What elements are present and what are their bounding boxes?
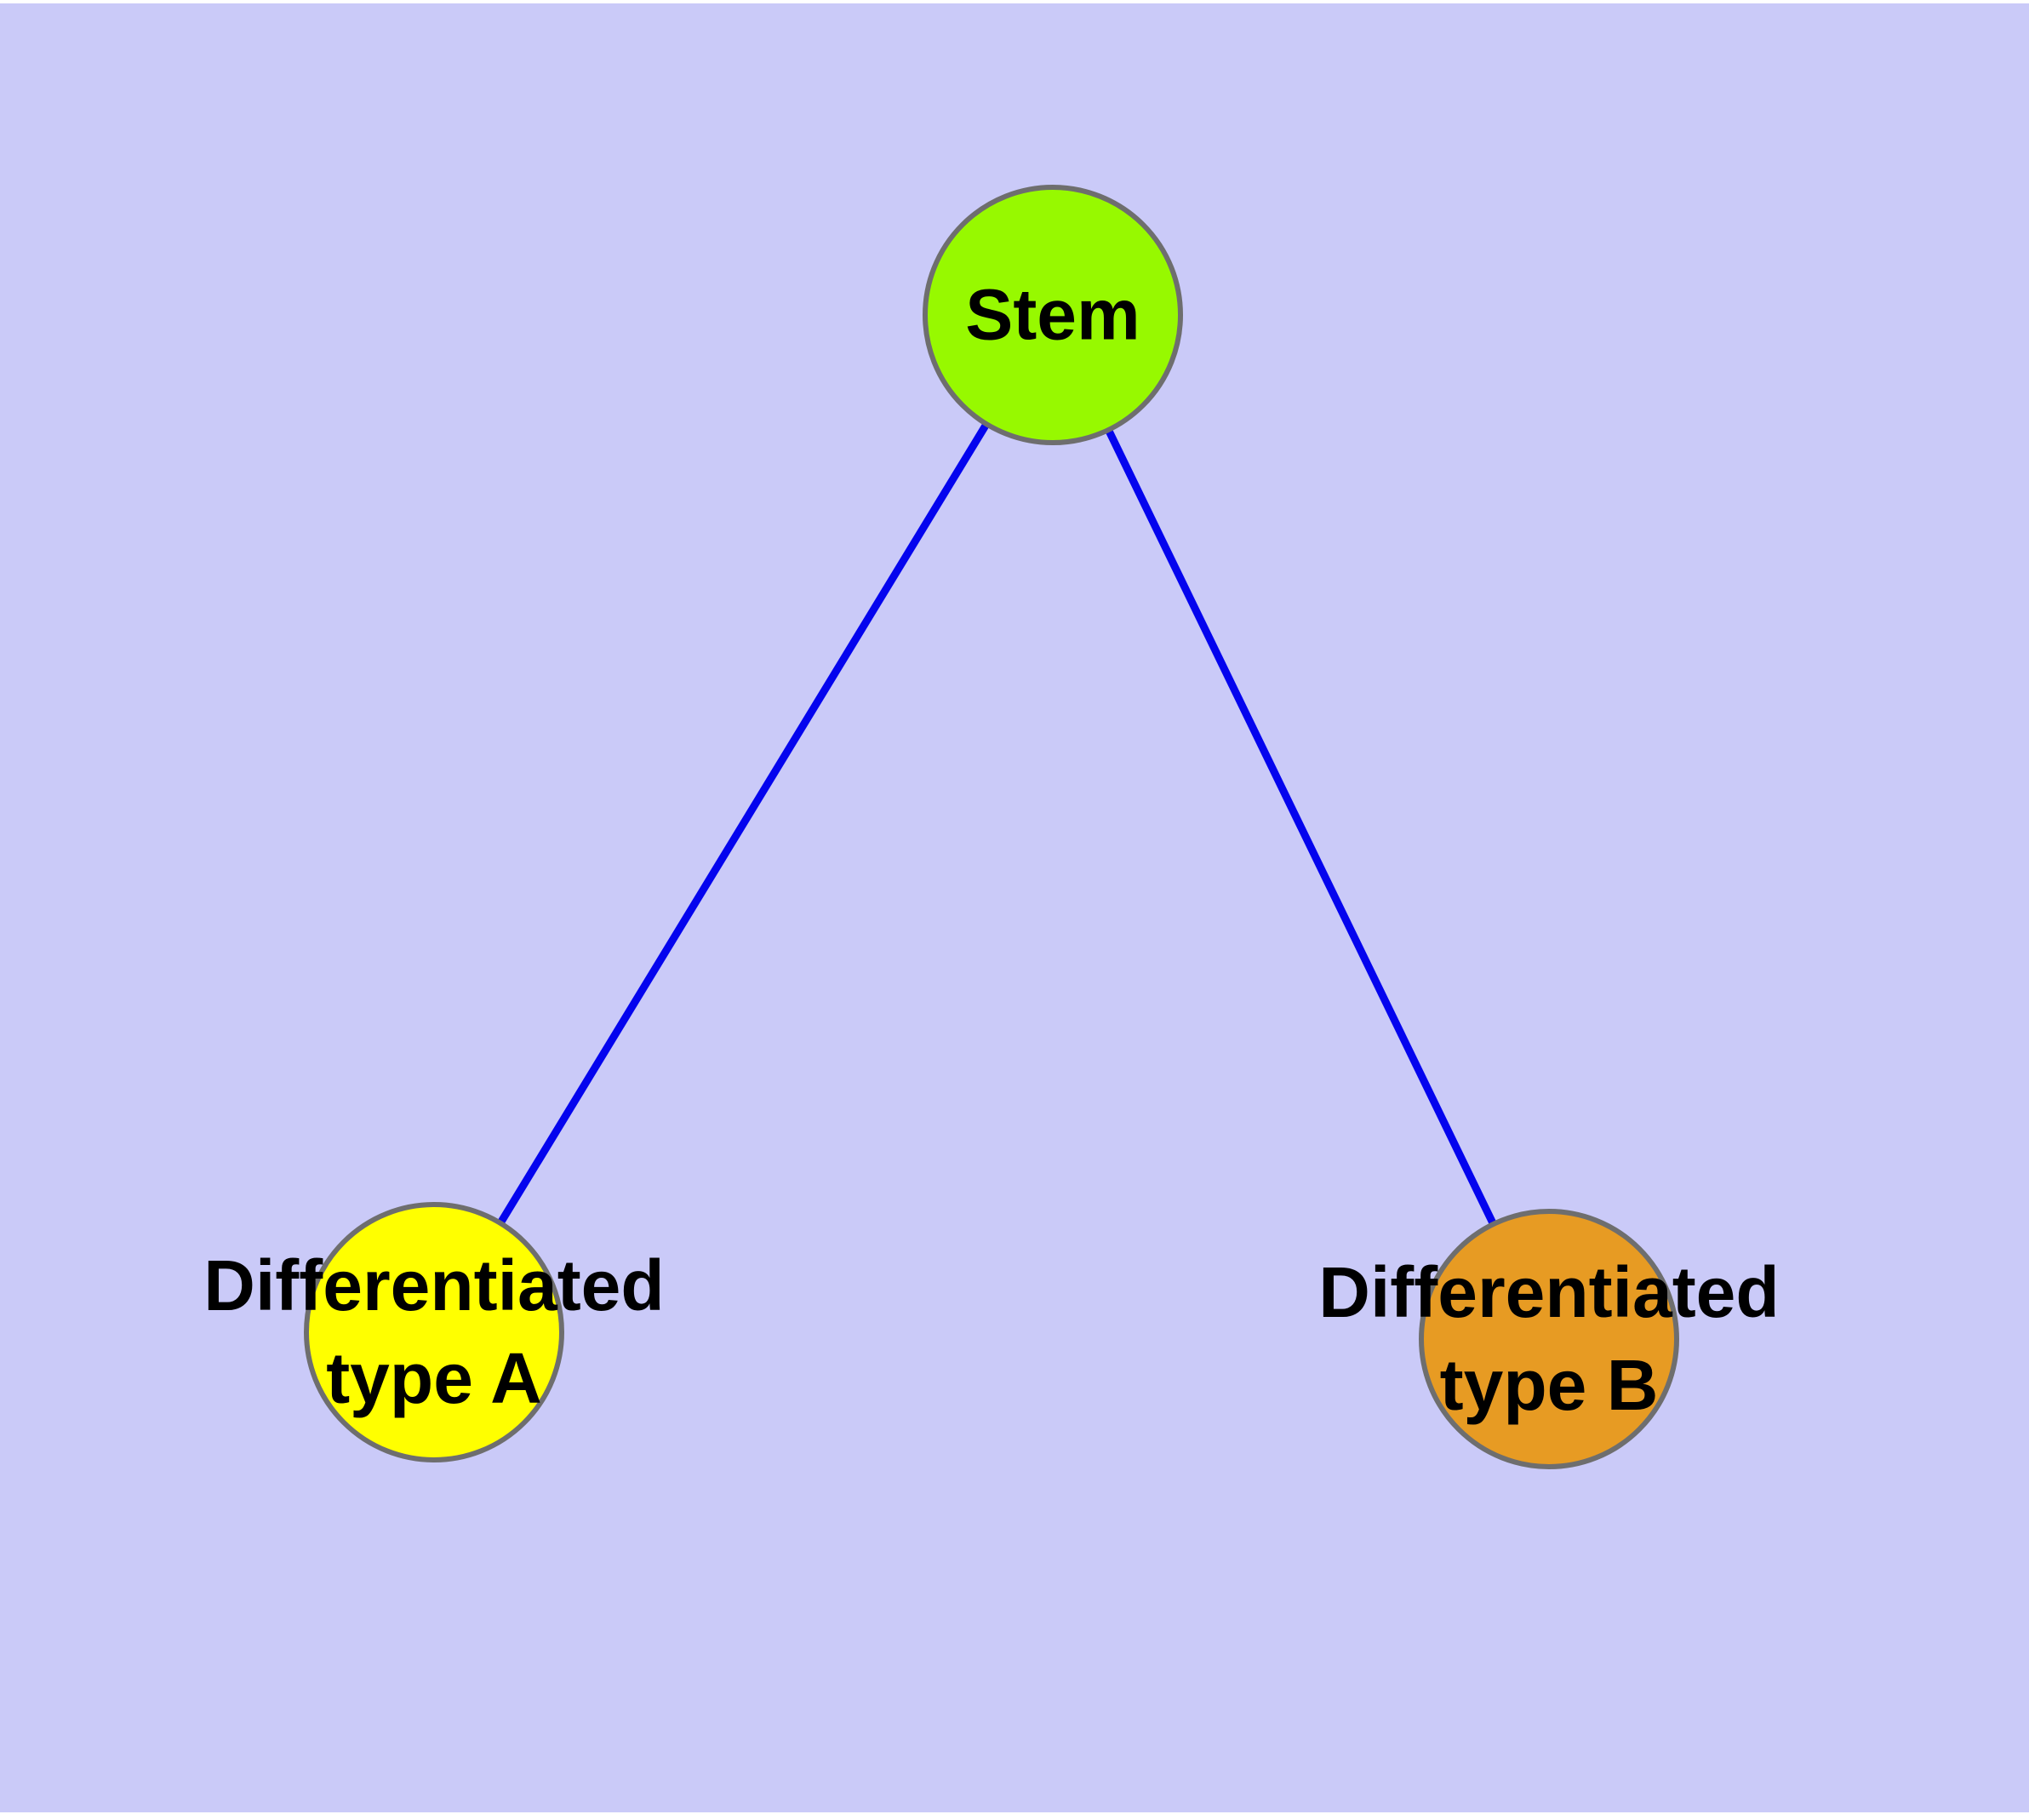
node-differentiated-type-b-circle xyxy=(1419,1209,1679,1469)
edge-stem-to-type-a xyxy=(431,312,1056,1335)
node-differentiated-type-b-label: Differentiated type B xyxy=(1318,1251,1780,1425)
node-stem-circle xyxy=(923,185,1183,445)
node-differentiated-type-a-label: Differentiated type A xyxy=(203,1245,665,1418)
edge-stem-to-type-b xyxy=(1049,313,1553,1341)
node-stem-label: Stem xyxy=(965,274,1140,355)
node-differentiated-type-a-circle xyxy=(304,1202,564,1462)
